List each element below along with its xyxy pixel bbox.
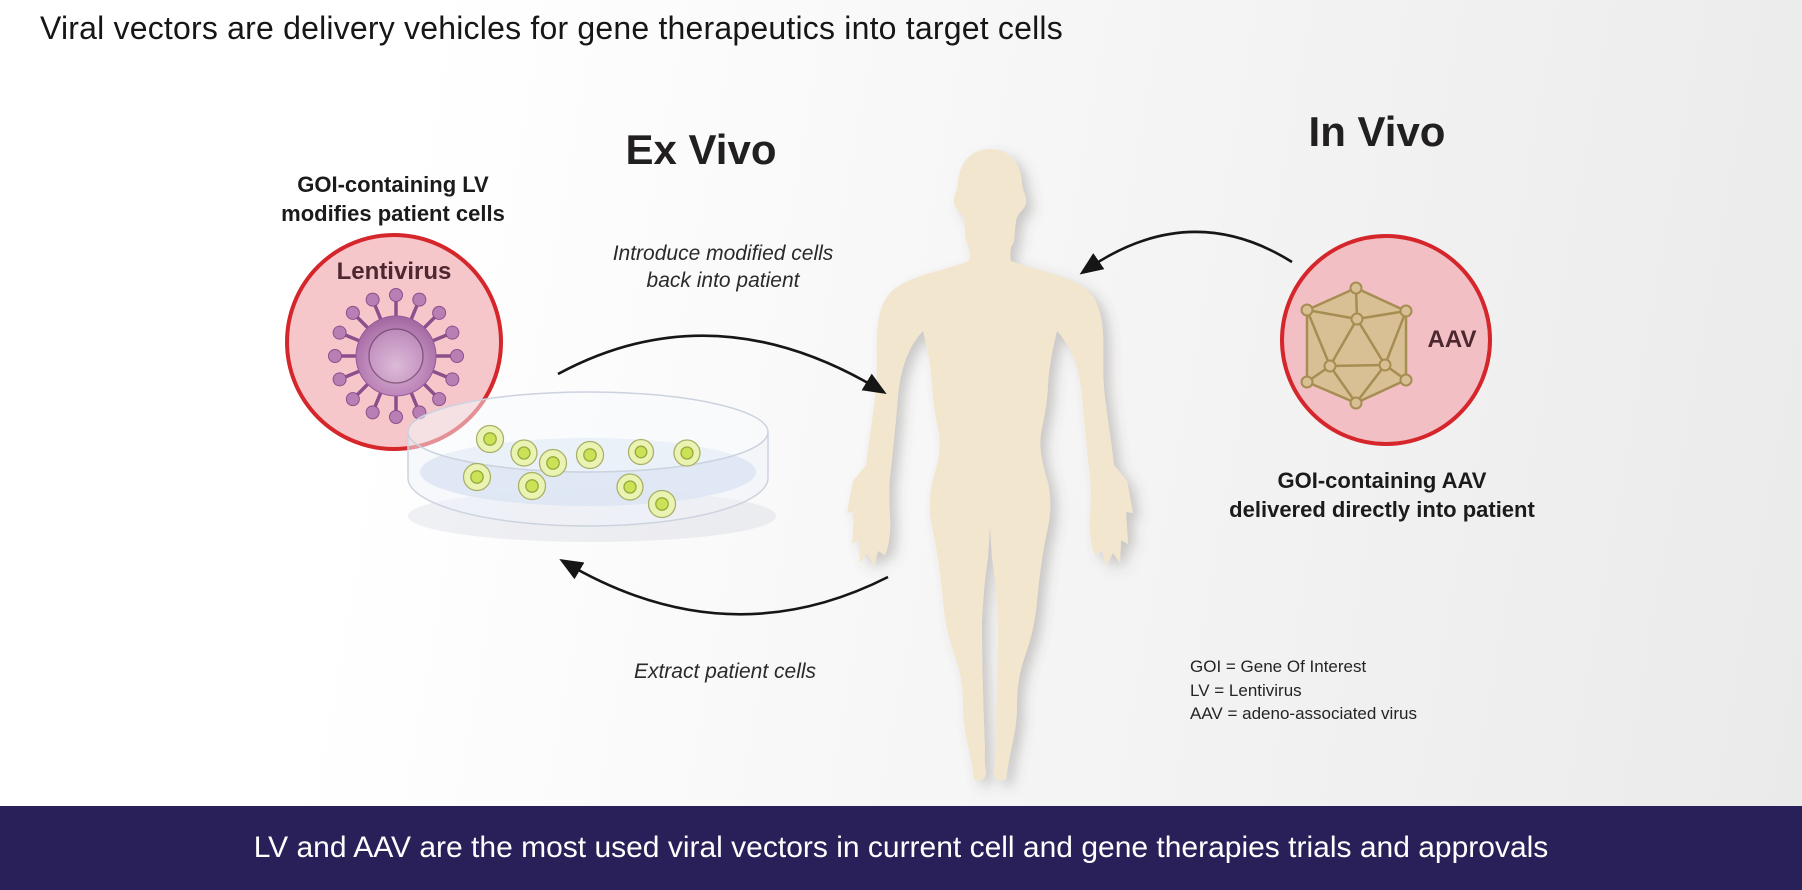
legend-line-lv: LV = Lentivirus <box>1190 680 1302 700</box>
cell-icon <box>462 462 492 492</box>
cell-icon <box>517 471 547 501</box>
human-body-icon <box>847 149 1133 781</box>
aav-caption: GOI-containing AAV delivered directly in… <box>1229 468 1535 522</box>
ex-vivo-heading: Ex Vivo <box>625 126 777 173</box>
cell-icon <box>575 440 605 470</box>
process-arrows <box>557 230 1293 616</box>
lentivirus-icon <box>326 286 466 426</box>
in-vivo-heading: In Vivo <box>1308 108 1446 155</box>
lentivirus-circle <box>285 233 503 451</box>
cell-icon <box>538 448 568 478</box>
lentivirus-label: Lentivirus <box>336 258 452 285</box>
arrow-introduce-cells-icon <box>557 334 887 395</box>
banner-text: LV and AAV are the most used viral vecto… <box>253 831 1549 864</box>
extract-cells-label: Extract patient cells <box>633 660 817 683</box>
aav-circle <box>1280 234 1492 446</box>
cell-icon <box>647 489 677 519</box>
modified-cells-icons <box>462 424 701 519</box>
aav-capsid-icon <box>1300 281 1413 410</box>
cell-icon <box>627 438 655 466</box>
lv-caption: GOI-containing LV modifies patient cells <box>281 172 505 226</box>
arrow-extract-cells-icon <box>559 559 889 616</box>
bottom-banner: LV and AAV are the most used viral vecto… <box>0 806 1802 890</box>
cell-icon <box>673 439 701 467</box>
abbreviation-legend: GOI = Gene Of Interest LV = Lentivirus A… <box>1190 655 1417 726</box>
petri-dish-icon <box>407 391 776 542</box>
legend-line-aav: AAV = adeno-associated virus <box>1190 704 1417 723</box>
introduce-cells-label: Introduce modified cells back into patie… <box>612 242 834 292</box>
aav-label: AAV <box>1427 326 1477 353</box>
legend-line-goi: GOI = Gene Of Interest <box>1190 657 1367 676</box>
arrow-inject-aav-icon <box>1079 230 1293 275</box>
page-title: Viral vectors are delivery vehicles for … <box>40 10 1063 46</box>
cell-icon <box>510 439 538 467</box>
cell-icon <box>616 473 644 501</box>
cell-icon <box>475 424 505 454</box>
